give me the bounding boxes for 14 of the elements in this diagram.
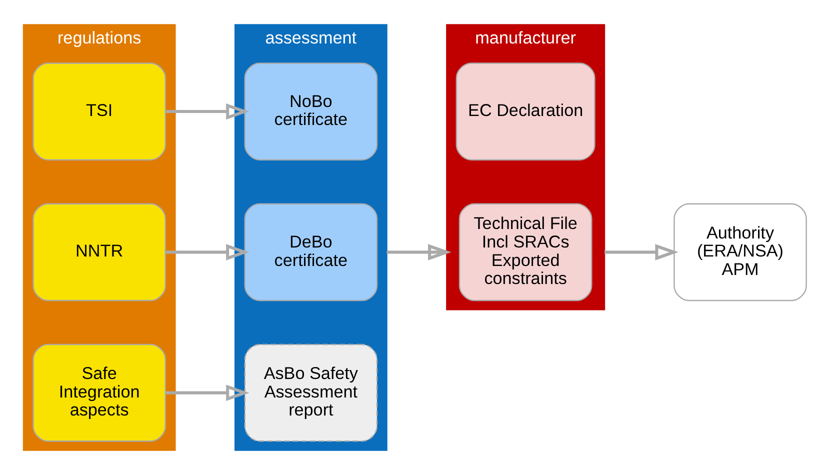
node-box: Safe Integration aspects [32,344,166,442]
arrow [166,103,250,120]
node-box: Technical File Incl SRACs Exported constraints [458,203,592,302]
arrow [166,384,250,401]
node-box: NoBo certificate [244,62,378,160]
node-box: Authority (ERA/NSA) APM [674,203,807,302]
node-box: DeBo certificate [244,203,378,302]
arrow [386,244,452,260]
arrow [166,244,250,260]
node-box: TSI [32,62,166,160]
node-box: AsBo Safety Assessment report [244,344,378,442]
node-box: EC Declaration [456,62,596,160]
arrow [604,244,678,260]
node-box: NNTR [32,203,166,302]
